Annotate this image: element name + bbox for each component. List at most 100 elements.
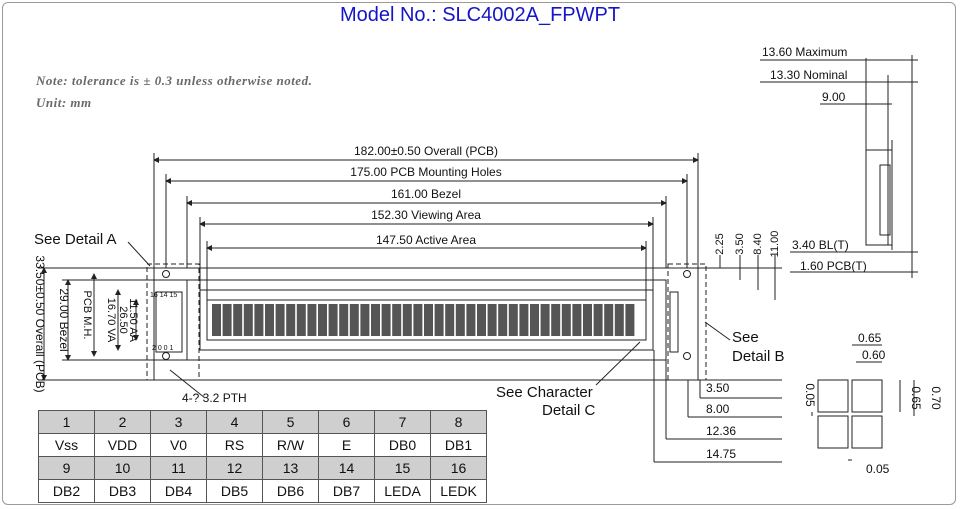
character-cell: [487, 304, 497, 336]
character-cell: [212, 304, 221, 336]
character-cell: [243, 304, 253, 336]
pin-number: 6: [318, 410, 375, 434]
active-area-label: 147.50 Active Area: [376, 233, 476, 247]
pin-number: 12: [206, 456, 263, 480]
side-pcb-label: 1.60 PCB(T): [800, 259, 867, 273]
pin-number: 8: [430, 410, 487, 434]
character-cell: [625, 304, 635, 336]
char-detail-callout-line2: Detail C: [542, 402, 596, 419]
character-cell: [466, 304, 476, 336]
char-detail-callout-line1: See Character: [496, 384, 593, 401]
pin-name: E: [318, 433, 375, 457]
unit-note: Unit: mm: [36, 95, 92, 110]
character-cell: [530, 304, 539, 336]
character-cell: [413, 304, 423, 336]
character-cell: [381, 304, 391, 336]
tolerance-note: Note: tolerance is ± 0.3 unless otherwis…: [36, 73, 313, 88]
pin-name: DB0: [374, 433, 431, 457]
character-cell: [445, 304, 455, 336]
overall-height-label: 33.50±0.50 Overall (PCB): [33, 255, 47, 392]
model-title: Model No.: SLC4002A_FPWPT: [339, 4, 621, 26]
aa-height-label: 11.50 AA: [127, 298, 139, 342]
dim-11-00: 11.00: [769, 231, 781, 258]
character-cell: [508, 304, 518, 336]
pin-number: 16: [430, 456, 487, 480]
va-height-label: 16.70 VA: [105, 298, 117, 343]
dim-8-00: 8.00: [706, 402, 730, 416]
character-cell: [339, 304, 349, 336]
character-cell: [519, 304, 529, 336]
pin-name: Vss: [38, 433, 95, 457]
pin-name: RS: [206, 433, 263, 457]
pin-number: 9: [38, 456, 95, 480]
character-cell: [328, 304, 338, 336]
side-max-label: 13.60 Maximum: [762, 45, 847, 59]
detail-b-callout-line1: See: [732, 329, 759, 346]
char-height-0-70: 0.70: [929, 386, 943, 410]
character-cell: [593, 304, 603, 336]
bezel-width-label: 161.00 Bezel: [391, 187, 461, 201]
character-cell: [275, 304, 285, 336]
character-cell: [455, 304, 465, 336]
pin-number: 4: [206, 410, 263, 434]
char-gap-vertical: 0.05: [803, 383, 817, 407]
character-cell: [318, 304, 327, 336]
pin-name: DB2: [38, 479, 95, 503]
side-bl-label: 3.40 BL(T): [792, 238, 849, 252]
character-cell: [233, 304, 243, 336]
detail-a-callout: See Detail A: [34, 231, 117, 248]
dim-2-25: 2.25: [714, 233, 726, 254]
pin-number: 13: [262, 456, 319, 480]
character-cell: [265, 304, 274, 336]
character-cell: [614, 304, 624, 336]
character-cell: [498, 304, 508, 336]
pin-number-row-1: 1 2 3 4 5 6 7 8: [38, 410, 487, 434]
dim-8-40: 8.40: [752, 233, 764, 254]
character-cell: [371, 304, 380, 336]
dim-3-50-top: 3.50: [734, 233, 746, 254]
pin-number: 5: [262, 410, 319, 434]
pin-number: 1: [38, 410, 95, 434]
char-height-0-65: 0.65: [909, 386, 923, 410]
char-width-0-60: 0.60: [862, 348, 886, 362]
character-cell: [477, 304, 486, 336]
dim-12-36: 12.36: [706, 424, 736, 438]
pin-number: 10: [94, 456, 151, 480]
pin-name: DB4: [150, 479, 207, 503]
character-cell: [604, 304, 614, 336]
pin-number: 7: [374, 410, 431, 434]
dim-14-75: 14.75: [706, 447, 736, 461]
pin-name: DB1: [430, 433, 487, 457]
character-grid: [212, 304, 635, 336]
character-cell: [360, 304, 370, 336]
character-cell: [296, 304, 306, 336]
character-cell: [561, 304, 571, 336]
character-cell: [551, 304, 561, 336]
bezel-height-label: 29.00 Bezel: [57, 288, 71, 351]
pin-number: 2: [94, 410, 151, 434]
pth-callout: 4-? 3.2 PTH: [182, 391, 247, 405]
dim-3-50-bottom: 3.50: [706, 381, 730, 395]
connector-bottom-numbers: 2 0 0 1: [152, 345, 174, 352]
pin-name: LEDA: [374, 479, 431, 503]
pcb-mh-label: PCB M.H.: [81, 291, 93, 340]
char-width-0-65: 0.65: [858, 331, 882, 345]
detail-b-callout-line2: Detail B: [732, 348, 785, 365]
pin-assignment-table: 1 2 3 4 5 6 7 8 Vss VDD V0 RS R/W E DB0 …: [38, 410, 487, 503]
character-cell: [540, 304, 550, 336]
pin-number: 15: [374, 456, 431, 480]
pin-number-row-2: 9 10 11 12 13 14 15 16: [38, 456, 487, 480]
mounting-holes-label: 175.00 PCB Mounting Holes: [350, 165, 501, 179]
pin-name-row-1: Vss VDD V0 RS R/W E DB0 DB1: [38, 433, 487, 457]
character-cell: [434, 304, 444, 336]
pin-name: DB7: [318, 479, 375, 503]
char-gap-horizontal: 0.05: [866, 462, 890, 476]
mh-height-label: 26.50: [117, 306, 129, 334]
character-cell: [572, 304, 582, 336]
character-cell: [254, 304, 264, 336]
connector-top-numbers: 16 14 15: [150, 292, 177, 299]
pin-number: 11: [150, 456, 207, 480]
pin-name: VDD: [94, 433, 151, 457]
